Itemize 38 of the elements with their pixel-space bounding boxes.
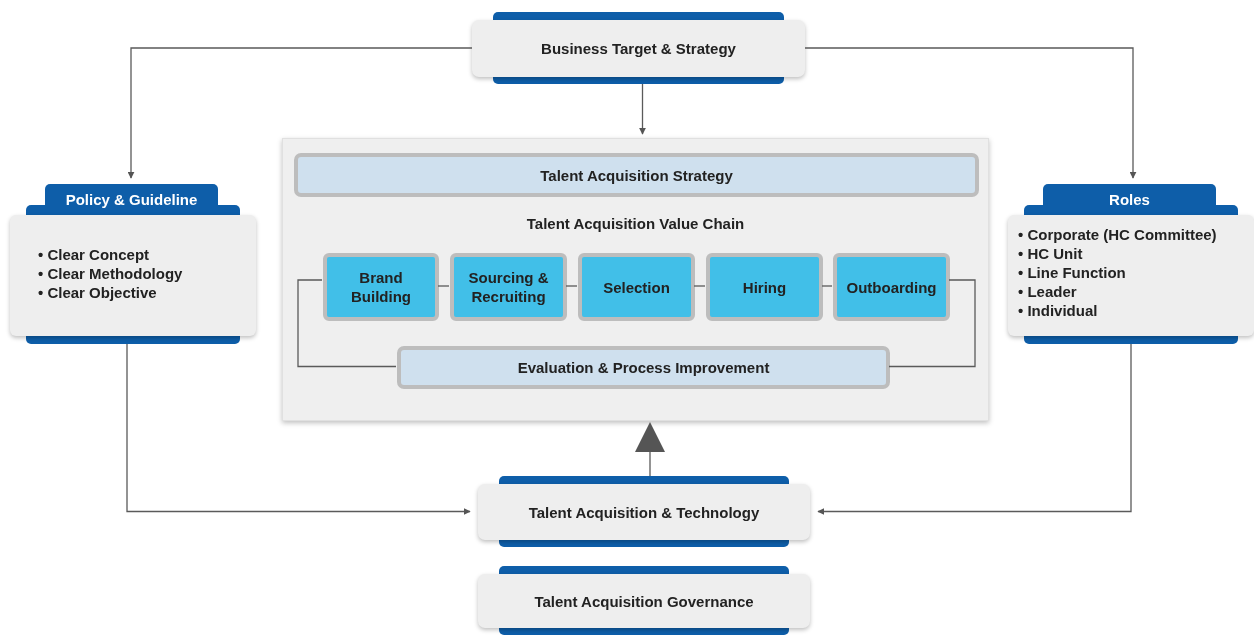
box-text: Talent Acquisition & Technology [528,502,760,522]
step-box [706,253,823,321]
connector-arrow [126,343,471,515]
process-box [472,12,805,84]
bar-text: Evaluation & Process Improvement [517,358,770,377]
bar-text: Talent Acquisition Strategy [540,165,733,185]
connector-arrow [127,47,473,179]
panel-title: Talent Acquisition Value Chain [525,215,746,232]
connector-arrow [635,422,665,477]
bullet-item: • Clear Objective [38,283,157,302]
step-box [578,253,695,321]
connector-arrow [804,47,1137,179]
step-text: Outboarding [846,277,937,297]
connector-arrow [639,83,646,135]
value-chain-panel [282,138,989,421]
box-text: Business Target & Strategy [541,39,736,58]
bullet-item: • Clear Methodology [38,264,183,283]
process-bar [397,346,890,389]
bullet-item: • Leader [1018,282,1077,301]
step-box [450,253,567,321]
step-box [833,253,950,321]
box-text: Talent Acquisition Governance [534,591,754,611]
process-box [478,476,810,547]
step-text: Sourcing & Recruiting [467,268,550,306]
bullet-item: • Individual [1018,301,1098,320]
step-text: Hiring [742,277,787,297]
process-box [478,566,810,635]
bullet-item: • HC Unit [1018,244,1083,263]
info-card [10,184,256,344]
bullet-item: • Corporate (HC Committee) [1018,225,1217,244]
connector-arrow [817,343,1132,515]
bullet-item: • Line Function [1018,263,1126,282]
step-text: Selection [603,277,670,297]
bullet-item: • Clear Concept [38,245,150,264]
process-bar [294,153,979,197]
info-card [1008,184,1254,344]
step-text: Brand Building [350,268,412,306]
step-box [323,253,439,321]
